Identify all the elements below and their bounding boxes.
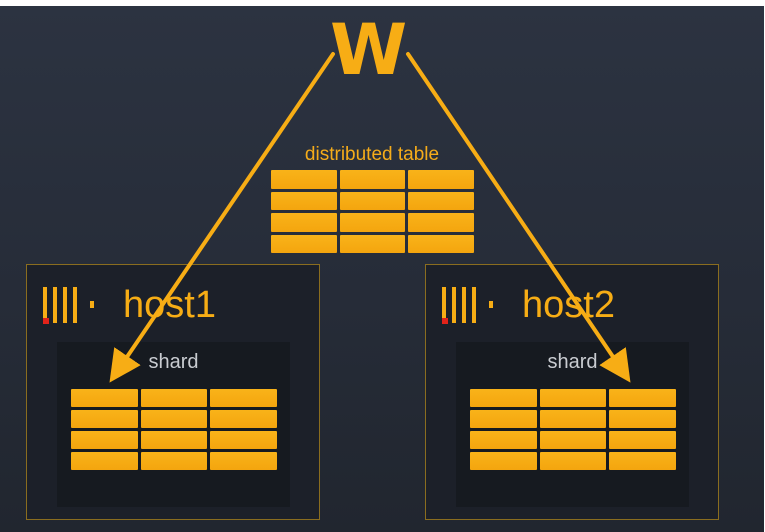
shard-table-grid <box>470 389 676 470</box>
table-cell <box>210 431 277 449</box>
table-cell <box>470 431 537 449</box>
table-cell <box>539 431 607 449</box>
w-logo: W <box>330 9 407 91</box>
table-cell <box>271 213 337 232</box>
table-cell <box>408 170 474 189</box>
table-cell <box>140 452 208 470</box>
table-cell <box>210 410 277 428</box>
table-cell <box>140 389 208 407</box>
table-cell <box>140 410 208 428</box>
table-cell <box>210 389 277 407</box>
shard-panel: shard <box>456 342 689 507</box>
host-box-1: host1 shard <box>26 264 320 520</box>
host-name: host1 <box>123 284 216 326</box>
table-cell <box>408 213 474 232</box>
table-cell <box>470 452 537 470</box>
table-cell <box>140 431 208 449</box>
table-cell <box>339 191 406 210</box>
clickhouse-logo-icon <box>441 287 501 327</box>
shard-panel: shard <box>57 342 290 507</box>
table-cell <box>408 191 474 210</box>
table-cell <box>339 213 406 232</box>
table-cell <box>339 170 406 189</box>
shard-label: shard <box>547 351 598 373</box>
table-cell <box>609 410 676 428</box>
table-cell <box>71 452 138 470</box>
table-cell <box>539 410 607 428</box>
host-name: host2 <box>522 284 615 326</box>
table-cell <box>408 234 474 253</box>
shard-table-grid <box>71 389 277 470</box>
table-cell <box>71 389 138 407</box>
table-cell <box>339 234 406 253</box>
distributed-table-label: distributed table <box>304 144 440 165</box>
table-cell <box>71 431 138 449</box>
table-cell <box>539 452 607 470</box>
table-cell <box>609 389 676 407</box>
table-cell <box>210 452 277 470</box>
shard-label: shard <box>148 351 199 373</box>
table-cell <box>470 389 537 407</box>
table-cell <box>271 170 337 189</box>
table-cell <box>539 389 607 407</box>
table-cell <box>609 431 676 449</box>
table-cell <box>470 410 537 428</box>
slide: W distributed table host1 shard <box>0 6 764 532</box>
host-box-2: host2 shard <box>425 264 719 520</box>
table-cell <box>271 191 337 210</box>
table-cell <box>271 234 337 253</box>
distributed-table-grid <box>271 170 474 253</box>
table-cell <box>609 452 676 470</box>
clickhouse-logo-icon <box>42 287 102 327</box>
table-cell <box>71 410 138 428</box>
